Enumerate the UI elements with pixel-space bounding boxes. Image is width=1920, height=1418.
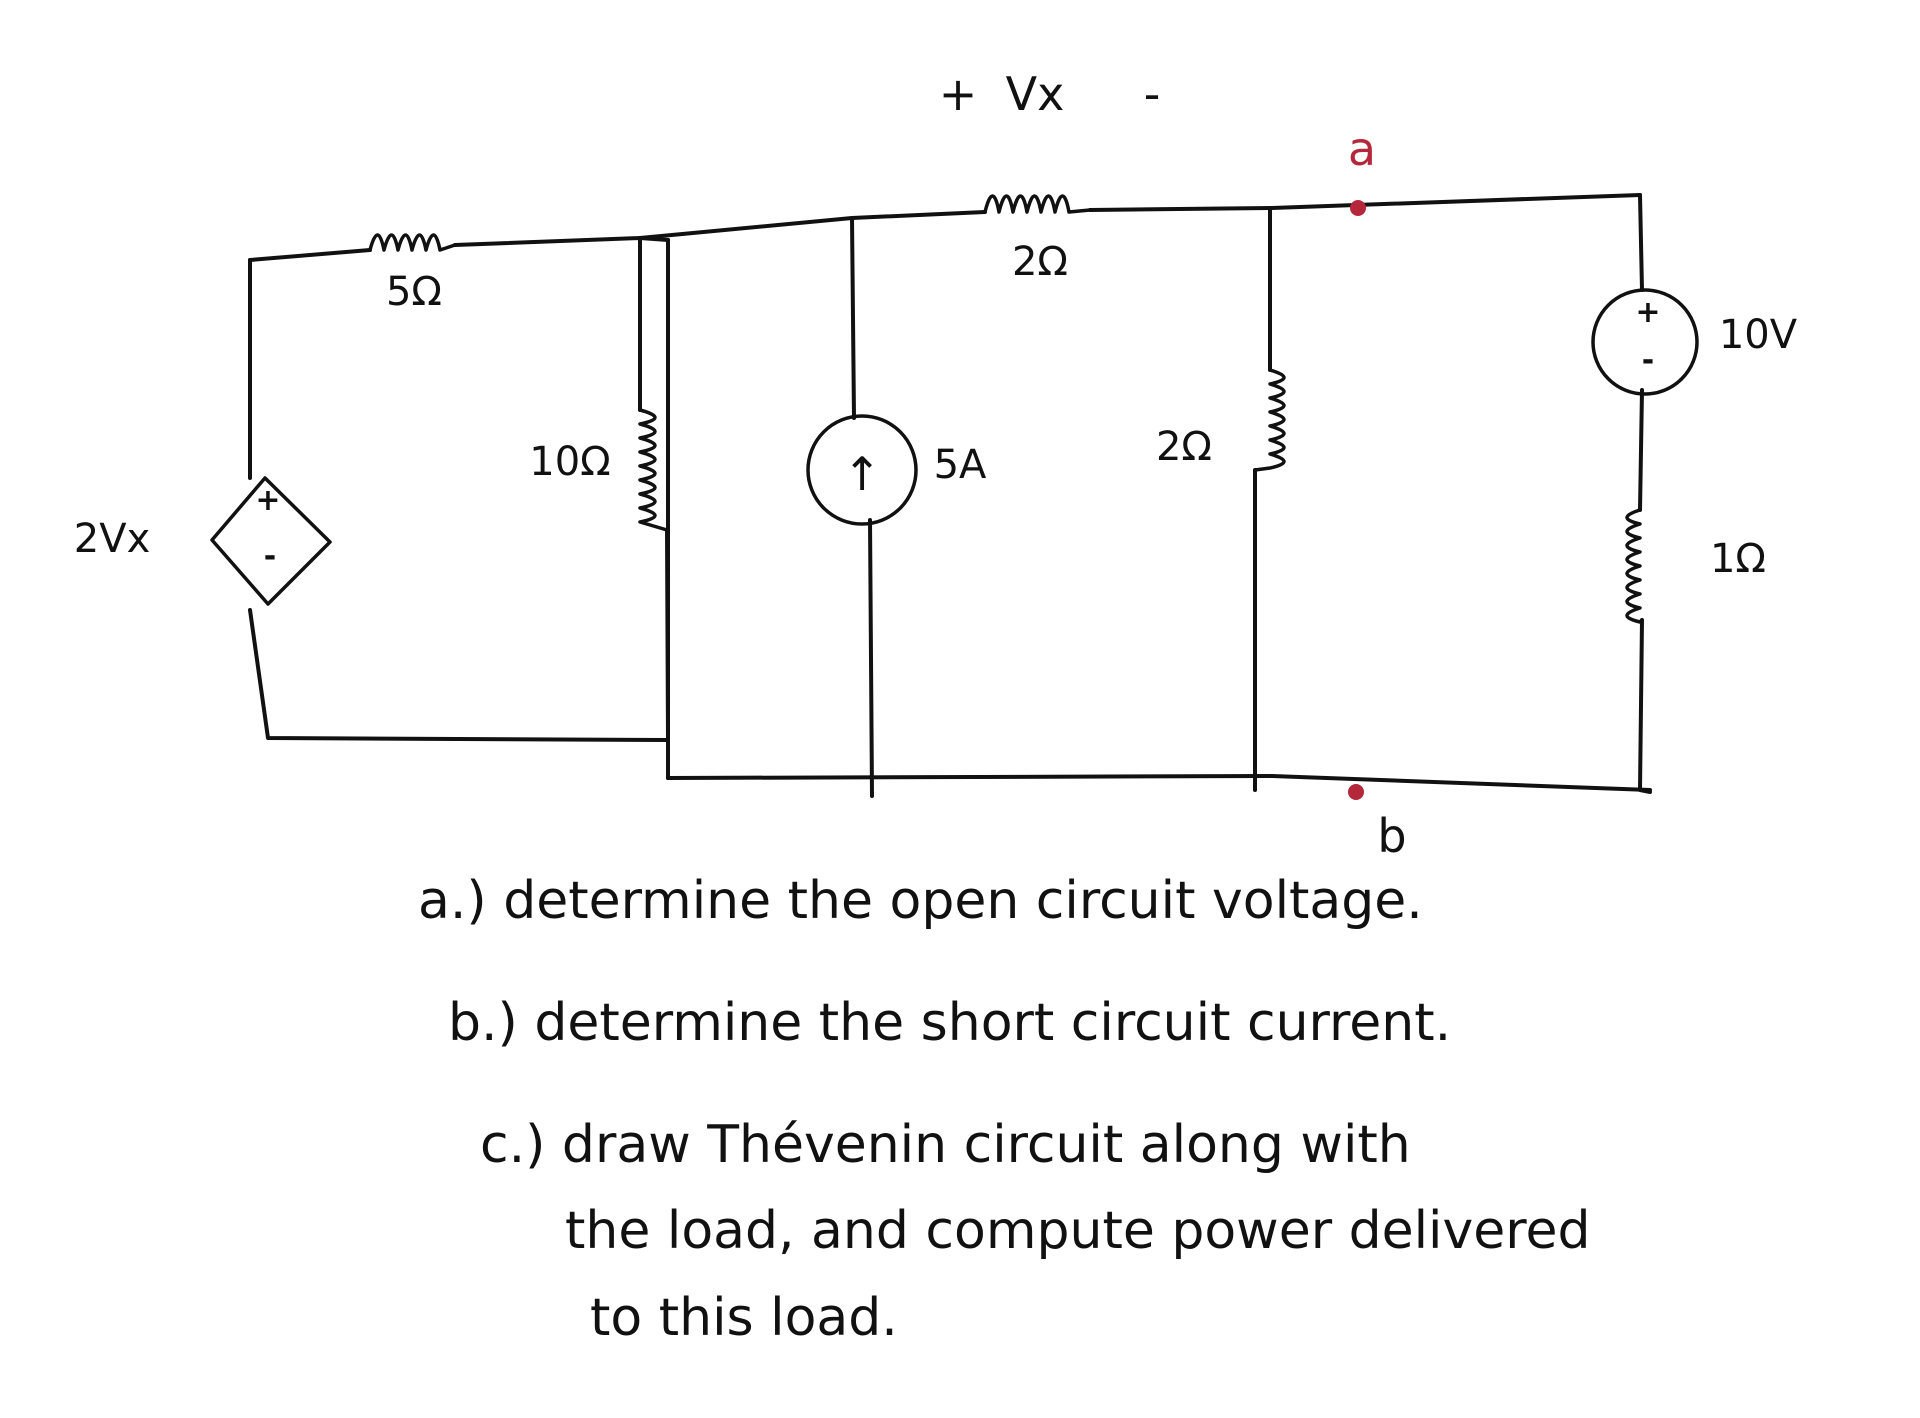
- wire-2ohm-branch: [1253, 208, 1272, 792]
- label-1ohm: 1Ω: [1710, 536, 1766, 582]
- terminal-b-label: b: [1377, 809, 1406, 863]
- vx-minus: -: [1144, 67, 1161, 121]
- wire-left-top: [248, 238, 670, 742]
- task-b: b.) determine the short circuit current.: [448, 993, 1451, 1053]
- vs-minus-sign: -: [1642, 343, 1654, 378]
- wire-bottom-rail: [666, 774, 1652, 792]
- task-c-line2: the load, and compute power delivered: [565, 1201, 1591, 1261]
- task-a: a.) determine the open circuit voltage.: [418, 871, 1423, 931]
- resistor-5ohm: [368, 233, 457, 252]
- vs-plus-sign: +: [1635, 295, 1660, 330]
- wire-current-source: [850, 216, 874, 798]
- terminal-a-label: a: [1348, 122, 1376, 176]
- resistor-2ohm-top: [983, 194, 1092, 214]
- label-5ohm: 5Ω: [386, 269, 442, 315]
- vx-plus: +: [939, 67, 978, 121]
- wire-top-middle: [638, 193, 1642, 240]
- resistor-10ohm: [638, 408, 669, 532]
- label-5A: 5A: [934, 442, 987, 488]
- dep-plus-sign: +: [255, 483, 280, 518]
- voltage-source: [1591, 288, 1699, 396]
- label-2ohm-right: 2Ω: [1156, 424, 1212, 470]
- label-10ohm: 10Ω: [529, 439, 610, 485]
- task-c-line3: to this load.: [590, 1288, 898, 1348]
- current-arrow-icon: ↑: [843, 447, 882, 501]
- label-2ohm-top: 2Ω: [1012, 239, 1068, 285]
- resistor-1ohm: [1625, 508, 1644, 624]
- task-c-line1: c.) draw Thévenin circuit along with: [480, 1115, 1411, 1175]
- vx-label: Vx: [1006, 67, 1065, 121]
- terminal-b-dot: [1348, 784, 1364, 800]
- wire-10ohm-branch: [638, 236, 670, 742]
- dep-minus-sign: -: [264, 539, 276, 574]
- resistor-2ohm-right: [1253, 368, 1286, 472]
- terminal-a-dot: [1350, 200, 1366, 216]
- dependent-voltage-source: [210, 476, 332, 606]
- wire-top-left: [248, 236, 670, 262]
- wire-right-branch: [1638, 193, 1652, 794]
- label-10V: 10V: [1719, 312, 1798, 358]
- current-source: [806, 414, 918, 526]
- label-dependent-source: 2Vx: [74, 516, 150, 562]
